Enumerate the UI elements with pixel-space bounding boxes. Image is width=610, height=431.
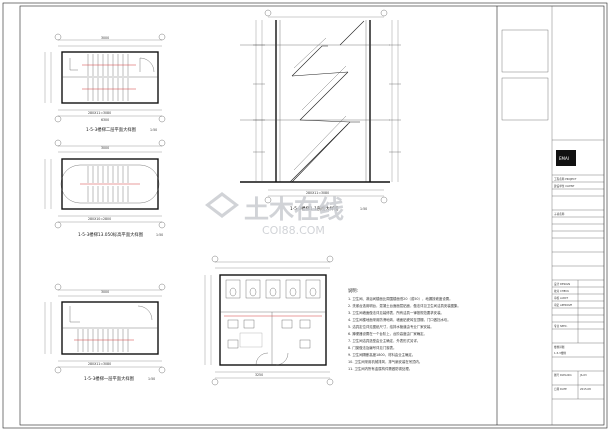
note-11: 11. 卫生间内所有金属构件需做防锈处理。 bbox=[348, 366, 412, 371]
plan-1f: 3000 280X11=3080 1-5-3楼梯一层平面大样图 1:50 bbox=[44, 283, 166, 382]
scale-plan-mid: 1:50 bbox=[156, 233, 163, 237]
notes-block: 说明: 1. 卫生间、淋浴间楼面比周围楼面低20（或50），地漏按坡度设置。 2… bbox=[348, 287, 461, 371]
note-10: 10. 卫生间采用机械排风，排气扇安装在吊顶内。 bbox=[348, 359, 422, 364]
caption-section: 1-5-3楼梯1-1剖面大样图 bbox=[290, 205, 338, 212]
watermark: 土木在线 COI88.COM bbox=[205, 192, 344, 237]
titleblock-logo-box bbox=[556, 150, 576, 166]
dim-top-2f: 3000 bbox=[101, 36, 109, 40]
tb-line-3: 子项名称 bbox=[554, 212, 565, 216]
caption-plan-1f: 1-5-3楼梯一层平面大样图 bbox=[84, 375, 134, 382]
notes-title: 说明: bbox=[348, 287, 358, 294]
tb-line-10: 日期 DATE bbox=[554, 387, 567, 391]
watermark-main: 土木在线 bbox=[244, 195, 344, 224]
note-5: 5. 洁具定位详见图纸尺寸，给排水管道由专业厂家安装。 bbox=[348, 324, 434, 329]
scale-plan-2f: 1:50 bbox=[150, 128, 157, 132]
dim-run-2f: 280X11=3080 bbox=[88, 111, 111, 115]
tb-line-8: 专业 SPEC. bbox=[554, 324, 568, 328]
note-7: 7. 卫生间洁具选型由业主确定，外表形式另详。 bbox=[348, 338, 420, 343]
scale-plan-1f: 1:50 bbox=[148, 377, 155, 381]
tb-line-2: 建设单位 CLIENT bbox=[554, 184, 575, 188]
titleblock-logo: EMAI bbox=[559, 156, 569, 161]
dim-bottom-toilet: 3250 bbox=[255, 373, 263, 377]
note-2: 2. 洗漱台选用明台，混凝土台面面层贴面，做法详见卫生间洁具安装图集。 bbox=[348, 303, 461, 308]
plan-2f: 3000 280X11=3080 6300 1-5-3楼梯二层平面大样图 1:5… bbox=[44, 33, 166, 133]
dim-run-section: 280X11=3080 bbox=[306, 191, 329, 195]
tb-line-4: 设计 DESIGN bbox=[554, 282, 570, 286]
dim-run-mid: 280X10=2800 bbox=[88, 217, 111, 221]
watermark-sub: COI88.COM bbox=[262, 224, 325, 237]
caption-plan-2f: 1-5-3楼梯二层平面大样图 bbox=[86, 126, 136, 133]
note-9: 9. 卫生间隔断高度1800，材料由业主确定。 bbox=[348, 352, 415, 357]
plan-mid: 3000 280X10=2800 1-5-3楼梯13.050标高平面大样图 1:… bbox=[44, 139, 166, 238]
note-6: 6. 蹲便器设置在一个台阶上，台阶高度由厂家确定。 bbox=[348, 331, 427, 336]
note-1: 1. 卫生间、淋浴间楼面比周围楼面低20（或50），地漏按坡度设置。 bbox=[348, 296, 453, 301]
tb-line-1: 工程名称 PROJECT bbox=[554, 177, 577, 181]
titleblock: EMAI 工程名称 PROJECT 建设单位 CLIENT 子项名称 设计 DE… bbox=[501, 29, 604, 400]
drawing-title: 楼梯详图 bbox=[554, 345, 565, 349]
tb-line-7: 审定 APPROVE bbox=[554, 303, 572, 307]
dim-bottom-2f: 6300 bbox=[101, 118, 109, 122]
dim-top-1f: 3000 bbox=[101, 290, 109, 294]
note-3: 3. 卫生间墙面做法详见装修表，所有洁具一律按规范要求安装。 bbox=[348, 310, 444, 315]
sheet-date: 2015.08 bbox=[580, 387, 591, 391]
drawing-subtitle: 1-5-3楼梯 bbox=[554, 351, 566, 355]
note-4: 4. 卫生间楼地面采用防滑地砖，墙面贴瓷砖至顶棚，门口做挡水坎。 bbox=[348, 317, 451, 322]
tb-line-9: 图号 DWG.NO. bbox=[554, 373, 572, 377]
sheet-border-inner bbox=[19, 5, 605, 426]
note-8: 8. 门窗做法及编号详见门窗表。 bbox=[348, 345, 396, 350]
section-1-1: 280X11=3080 1-5-3楼梯1-1剖面大样图 1:50 bbox=[240, 9, 401, 212]
watermark-logo-icon bbox=[205, 192, 239, 218]
dim-run-1f: 280X11=3080 bbox=[88, 362, 111, 366]
tb-line-6: 审核 AUDIT bbox=[554, 296, 568, 300]
sheet-number: JS-03 bbox=[579, 373, 587, 377]
dim-top-mid: 3000 bbox=[101, 146, 109, 150]
caption-plan-mid: 1-5-3楼梯13.050标高平面大样图 bbox=[78, 231, 143, 238]
toilet-plan: 3250 bbox=[204, 255, 334, 386]
tb-line-5: 校对 CHECK bbox=[554, 289, 569, 293]
scale-section: 1:50 bbox=[360, 207, 367, 211]
